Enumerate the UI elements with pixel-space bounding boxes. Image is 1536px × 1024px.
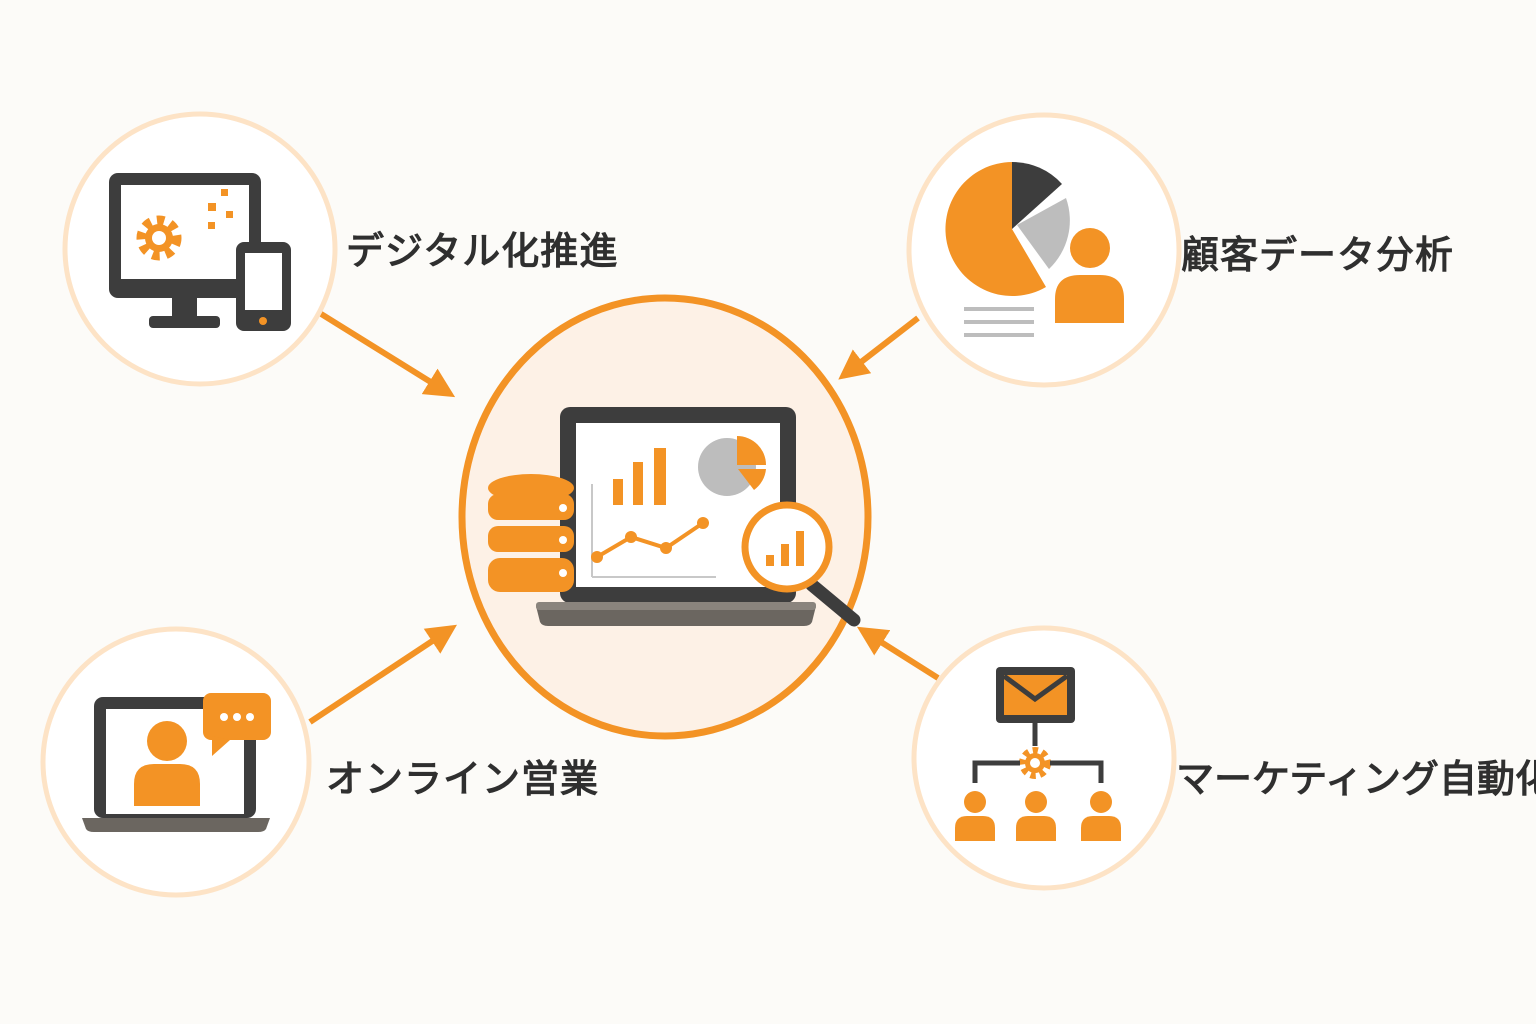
label-digital: デジタル化推進	[346, 229, 619, 273]
database-icon	[488, 474, 574, 592]
speech-bubble-icon	[203, 693, 271, 756]
arrow-digital	[316, 309, 456, 398]
node-customer	[906, 112, 1182, 388]
monitor-gear-phone-icon	[109, 173, 291, 331]
laptop-video-chat-icon	[82, 693, 271, 832]
gear-icon	[1019, 747, 1051, 779]
node-digital	[62, 111, 338, 387]
arrow-online	[308, 624, 458, 725]
label-marketing: マーケティング自動化	[1176, 757, 1536, 801]
node-marketing	[911, 625, 1177, 891]
analytics-laptop-icon	[488, 407, 861, 627]
node-online	[40, 626, 312, 898]
arrow-customer	[838, 315, 920, 380]
label-online: オンライン営業	[326, 757, 600, 801]
magnifier-icon	[741, 501, 861, 627]
email-automation-icon	[955, 667, 1121, 841]
label-customer: 顧客データ分析	[1181, 233, 1455, 277]
users-icon	[955, 791, 1121, 841]
arrow-marketing	[856, 626, 940, 681]
envelope-icon	[996, 667, 1075, 723]
pie-chart-user-icon	[945, 161, 1124, 337]
gear-icon	[136, 215, 182, 261]
arrows	[308, 309, 940, 725]
center-hub	[458, 294, 872, 740]
